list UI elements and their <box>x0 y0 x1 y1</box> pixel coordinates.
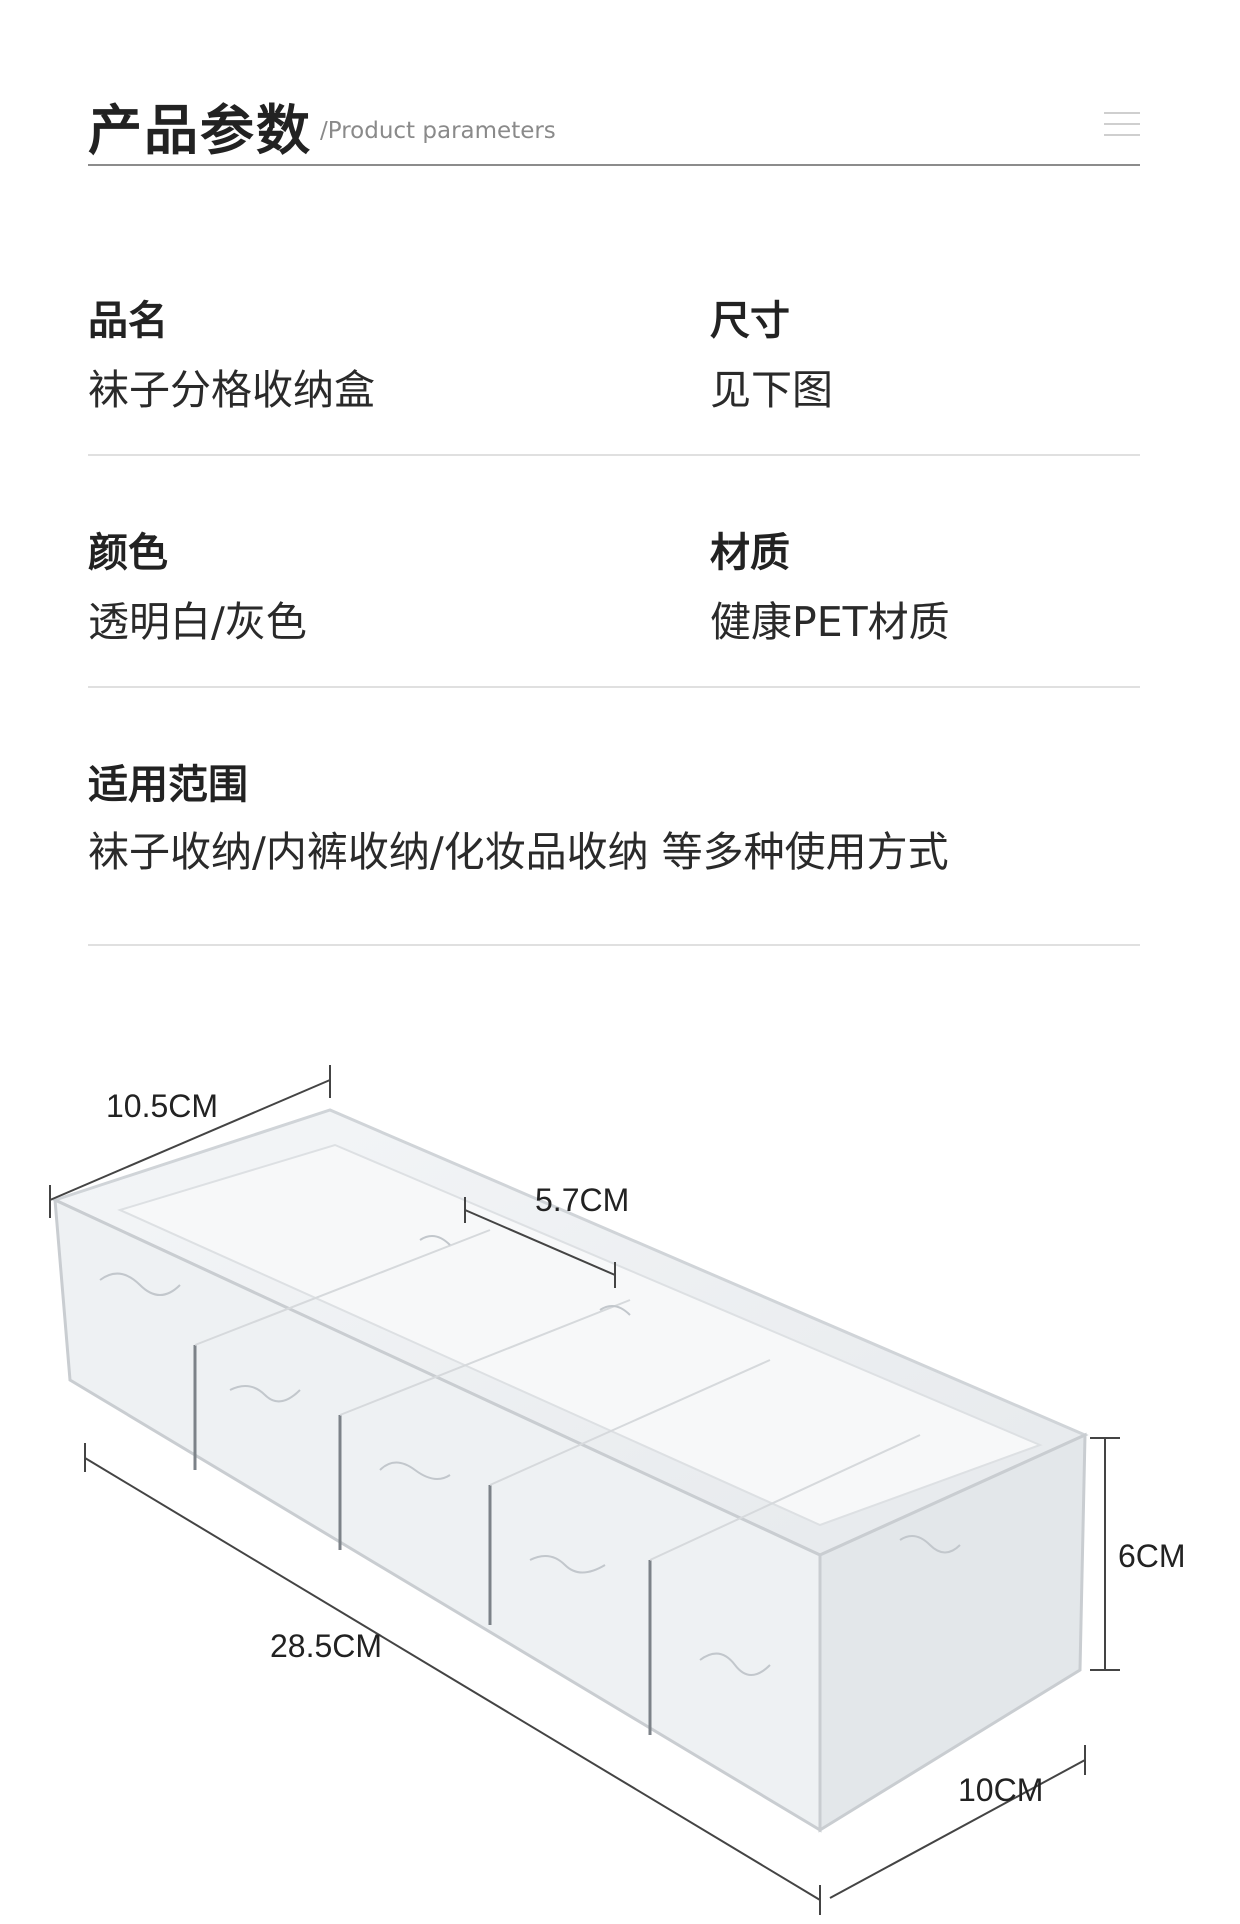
dim-compartment: 5.7CM <box>535 1182 630 1218</box>
section-subtitle: /Product parameters <box>320 118 556 144</box>
divider <box>88 944 1140 946</box>
product-box-image <box>49 1065 1120 1915</box>
param-color-label: 颜色 <box>88 530 168 576</box>
param-material-label: 材质 <box>710 530 790 576</box>
section-header: 产品参数 /Product parameters <box>88 82 1140 166</box>
param-color-value: 透明白/灰色 <box>88 598 307 646</box>
product-figure: 10.5CM 5.7CM 28.5CM 6CM 10CM <box>0 1060 1240 1920</box>
dim-height: 6CM <box>1118 1538 1186 1574</box>
param-size-value: 见下图 <box>710 366 833 414</box>
section-title: 产品参数 <box>88 99 312 162</box>
param-usage-label: 适用范围 <box>88 762 248 808</box>
dim-length: 28.5CM <box>270 1628 383 1664</box>
divider <box>88 454 1140 456</box>
param-size-label: 尺寸 <box>710 298 790 344</box>
param-usage-value: 袜子收纳/内裤收纳/化妆品收纳 等多种使用方式 <box>88 828 949 876</box>
param-material-value: 健康PET材质 <box>710 598 950 646</box>
param-name-label: 品名 <box>88 298 168 344</box>
param-name-value: 袜子分格收纳盒 <box>88 366 375 414</box>
menu-lines-icon <box>1104 112 1140 150</box>
dim-width-top: 10.5CM <box>106 1088 219 1124</box>
divider <box>88 686 1140 688</box>
dim-width-bottom: 10CM <box>958 1772 1044 1808</box>
